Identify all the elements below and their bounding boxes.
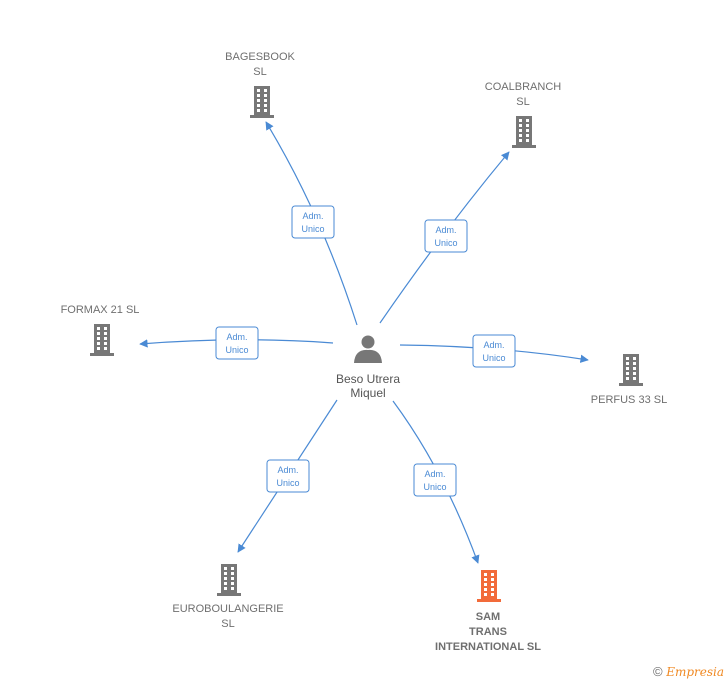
company-node-perfus[interactable]: PERFUS 33 SL [591,354,667,406]
role-label-line2: Unico [301,224,324,234]
company-node-samtrans[interactable]: SAM TRANS INTERNATIONAL SL [435,570,541,653]
brand-logo: Empresia [666,665,724,679]
company-node-euroboulangerie[interactable]: EUROBOULANGERIE SL [172,564,284,630]
edge-perfus: Adm. Unico [399,334,589,368]
building-icon [90,324,114,356]
edge-bagesbook: Adm. Unico [265,121,358,326]
role-label-line2: Unico [434,238,457,248]
footer-credit: © Empresia [653,664,724,679]
edge-coalbranch: Adm. Unico [379,151,510,324]
copyright-symbol: © [652,664,663,679]
building-icon [512,116,536,148]
building-icon [477,570,501,602]
person-name-line1: Beso Utrera [336,372,400,386]
company-name-line: TRANS [469,626,507,638]
role-label-box[interactable] [472,334,516,368]
role-label-line2: Unico [276,478,299,488]
building-icon [250,86,274,118]
person-name-line2: Miquel [350,386,385,400]
company-name-line: SL [221,618,234,630]
company-name-line: BAGESBOOK [225,51,295,63]
role-label-line2: Unico [482,353,505,363]
role-label-line1: Adm. [226,332,247,342]
role-label-box[interactable] [424,219,468,253]
company-name-line: FORMAX 21 SL [61,304,140,316]
company-name-line: PERFUS 33 SL [591,394,667,406]
role-label-box[interactable] [413,463,457,497]
edge-euroboulangerie: Adm. Unico [237,399,338,553]
role-label-box[interactable] [215,326,259,360]
company-name-line: INTERNATIONAL SL [435,641,541,653]
company-node-coalbranch[interactable]: COALBRANCH SL [485,81,561,148]
edge-samtrans: Adm. Unico [392,400,480,564]
company-name-line: COALBRANCH [485,81,561,93]
role-label-line1: Adm. [302,211,323,221]
role-label-line1: Adm. [483,340,504,350]
role-label-line1: Adm. [435,225,456,235]
company-name-line: SAM [476,611,500,623]
company-name-line: SL [516,96,529,108]
role-label-line2: Unico [423,482,446,492]
role-label-line2: Unico [225,345,248,355]
company-node-formax[interactable]: FORMAX 21 SL [61,304,140,356]
role-label-box[interactable] [291,205,335,239]
nodes-layer: BAGESBOOK SL COALBRANCH SL FORMAX 21 SL PERFU… [61,51,668,653]
company-name-line: EUROBOULANGERIE [172,603,283,615]
edge-formax: Adm. Unico [139,326,334,360]
company-name-line: SL [253,66,266,78]
company-node-bagesbook[interactable]: BAGESBOOK SL [225,51,296,118]
role-label-line1: Adm. [277,465,298,475]
building-icon [217,564,241,596]
role-label-line1: Adm. [424,469,445,479]
role-label-box[interactable] [266,459,310,493]
person-icon [354,335,382,363]
building-icon [619,354,643,386]
